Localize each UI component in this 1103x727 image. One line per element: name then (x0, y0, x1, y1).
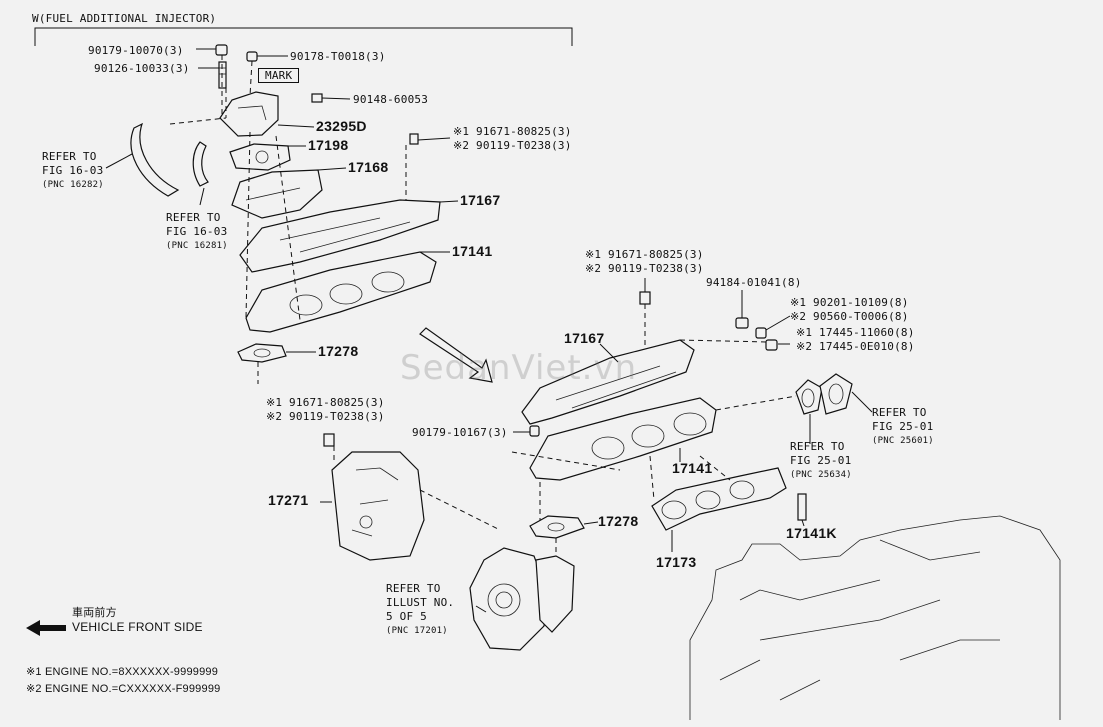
refer-line: FIG 16-03 (166, 225, 228, 238)
bolt-90148-60053 (311, 93, 323, 103)
refer-line: FIG 25-01 (790, 454, 852, 467)
label-stud-1: ※1 90201-10109(8) (790, 296, 909, 309)
refer-fig-25-01-b: REFER TO FIG 25-01 (PNC 25634) (790, 440, 852, 482)
part-number-17173: 17173 (656, 554, 697, 570)
view-direction-arrow (419, 327, 493, 383)
part-number-17198: 17198 (308, 137, 349, 153)
refer-pnc: (PNC 25634) (790, 470, 852, 480)
part-number-17141-upper: 17141 (452, 243, 493, 259)
label-90148-60053: 90148-60053 (353, 93, 429, 106)
hose-16282 (130, 122, 180, 197)
label-90179-10167: 90179-10167(3) (412, 426, 508, 439)
refer-line: REFER TO (872, 406, 927, 419)
label-upper-bolt-2: ※2 90119-T0238(3) (453, 139, 572, 152)
refer-fig-16-03-b: REFER TO FIG 16-03 (PNC 16281) (166, 211, 228, 253)
stud-17141k (797, 493, 807, 521)
part-17271 (331, 451, 425, 561)
part-number-17141k: 17141K (786, 525, 837, 541)
part-number-17271: 17271 (268, 492, 309, 508)
label-nut-2: ※2 17445-0E010(8) (796, 340, 915, 353)
turbocharger (469, 547, 547, 651)
nut-94184 (735, 317, 749, 329)
label-90179-10070: 90179-10070(3) (88, 44, 184, 57)
hose-16281 (192, 141, 209, 187)
part-17141-right (529, 397, 717, 481)
nut-90178-T0018 (246, 51, 258, 62)
part-17168 (231, 169, 323, 219)
refer-pnc: (PNC 25601) (872, 436, 934, 446)
mark-label: MARK (258, 68, 300, 83)
washer-90201 (755, 327, 767, 339)
part-17173 (651, 467, 787, 531)
header-bracket (34, 27, 573, 46)
part-23295d (219, 91, 279, 137)
refer-pnc: (PNC 16281) (166, 241, 228, 251)
label-stud-2: ※2 90560-T0006(8) (790, 310, 909, 323)
refer-pnc: (PNC 16282) (42, 180, 104, 190)
label-mid-bolt-1: ※1 91671-80825(3) (266, 396, 385, 409)
label-right-bolt-1: ※1 91671-80825(3) (585, 248, 704, 261)
refer-illust-5-of-5: REFER TO ILLUST NO. 5 OF 5 (PNC 17201) (386, 582, 454, 638)
part-17167-upper (239, 199, 441, 273)
label-mid-bolt-2: ※2 90119-T0238(3) (266, 410, 385, 423)
part-number-17278-upper: 17278 (318, 343, 359, 359)
vehicle-front-jp: 車両前方 (72, 606, 117, 619)
part-number-17168: 17168 (348, 159, 389, 175)
refer-line: REFER TO (42, 150, 97, 163)
refer-fig-16-03-a: REFER TO FIG 16-03 (PNC 16282) (42, 150, 104, 192)
vehicle-front-arrow (26, 620, 66, 636)
part-number-17141-right: 17141 (672, 460, 713, 476)
label-upper-bolt-1: ※1 91671-80825(3) (453, 125, 572, 138)
part-17278-lower (529, 515, 585, 539)
diagram-title: W(FUEL ADDITIONAL INJECTOR) (32, 12, 217, 25)
refer-line: FIG 16-03 (42, 164, 104, 177)
vehicle-front-en: VEHICLE FRONT SIDE (72, 620, 203, 634)
nut-90179-10167 (529, 425, 540, 437)
part-17167-right (521, 339, 695, 425)
part-number-17167-right: 17167 (564, 330, 605, 346)
part-number-17167-upper: 17167 (460, 192, 501, 208)
watermark: SedanViet.vn (400, 348, 638, 388)
refer-pnc: (PNC 17201) (386, 626, 448, 636)
label-94184-01041: 94184-01041(8) (706, 276, 802, 289)
engine-note-1: ※1 ENGINE NO.=8XXXXXX-9999999 (26, 666, 219, 678)
turbo-outlet (535, 555, 575, 633)
refer-line: REFER TO (386, 582, 441, 595)
nut-17445 (765, 339, 778, 351)
part-number-17278-lower: 17278 (598, 513, 639, 529)
refer-line: FIG 25-01 (872, 420, 934, 433)
refer-line: REFER TO (790, 440, 845, 453)
label-90126-10033: 90126-10033(3) (94, 62, 190, 75)
label-nut-1: ※1 17445-11060(8) (796, 326, 915, 339)
refer-line: 5 OF 5 (386, 610, 427, 623)
gasket-25634 (795, 379, 823, 415)
gasket-25601 (819, 373, 853, 415)
label-90178-T0018: 90178-T0018(3) (290, 50, 386, 63)
part-17278-upper (237, 343, 287, 363)
refer-fig-25-01-a: REFER TO FIG 25-01 (PNC 25601) (872, 406, 934, 448)
label-right-bolt-2: ※2 90119-T0238(3) (585, 262, 704, 275)
bolt-upper-91671 (409, 133, 419, 145)
refer-line: ILLUST NO. (386, 596, 455, 609)
refer-line: REFER TO (166, 211, 221, 224)
nut-90179-10070 (215, 44, 228, 56)
engine-note-2: ※2 ENGINE NO.=CXXXXXX-F999999 (26, 683, 221, 695)
part-number-23295d: 23295D (316, 118, 367, 134)
bolt-right-91671 (639, 291, 651, 305)
part-17198 (229, 143, 291, 171)
bolt-17271 (323, 433, 335, 447)
